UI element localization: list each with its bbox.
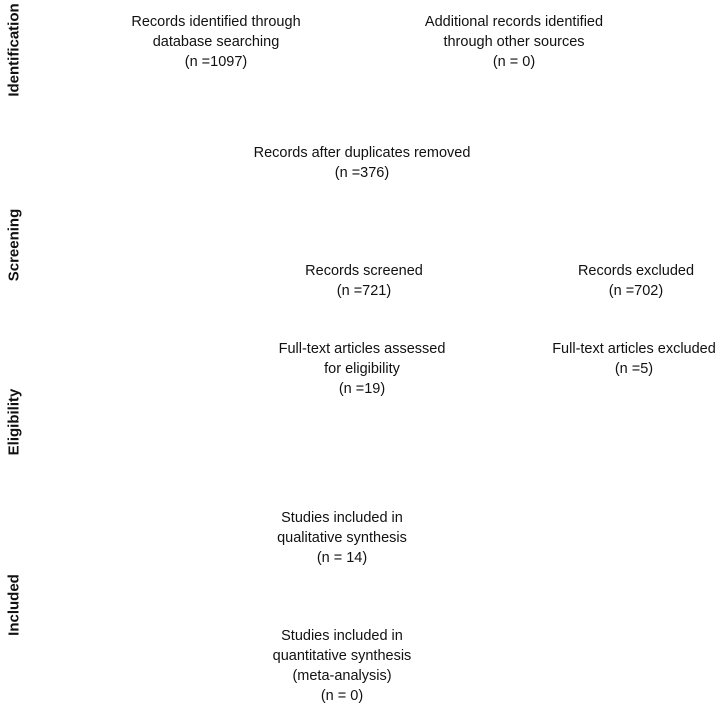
node-text: for eligibility — [324, 361, 400, 377]
node-screened: Records screened (n =721) — [234, 261, 494, 301]
node-text: qualitative synthesis — [277, 530, 407, 546]
node-database-records: Records identified through database sear… — [86, 12, 346, 72]
node-other-sources: Additional records identified through ot… — [384, 12, 644, 72]
node-text: Records after duplicates removed — [253, 145, 471, 161]
node-qualitative: Studies included in qualitative synthesi… — [212, 508, 472, 568]
node-count: (n =19) — [338, 381, 386, 397]
node-fulltext-excluded: Full-text articles excluded (n =5) — [504, 339, 722, 379]
node-count: (n =5) — [614, 361, 654, 377]
node-deduplicated: Records after duplicates removed (n =376… — [232, 143, 492, 183]
node-count: (n =702) — [608, 283, 664, 299]
node-fulltext-assessed: Full-text articles assessed for eligibil… — [232, 339, 492, 399]
node-quantitative: Studies included in quantitative synthes… — [212, 626, 472, 706]
node-text: Records excluded — [577, 263, 695, 279]
stage-included: Included — [5, 574, 23, 636]
node-text: Records identified through — [131, 14, 301, 30]
node-text: Studies included in — [281, 628, 403, 644]
node-text: quantitative synthesis — [272, 648, 412, 664]
stage-identification: Identification — [5, 3, 23, 97]
node-count: (n = 0) — [320, 688, 364, 704]
stage-screening: Screening — [5, 208, 23, 282]
node-count: (n =1097) — [184, 54, 248, 70]
node-text: (meta-analysis) — [292, 668, 392, 684]
node-text: Additional records identified — [424, 14, 604, 30]
node-text: Records screened — [305, 263, 423, 279]
node-count: (n = 14) — [316, 550, 368, 566]
node-text: Full-text articles excluded — [552, 341, 716, 357]
node-text: through other sources — [443, 34, 585, 50]
node-text: Studies included in — [281, 510, 403, 526]
node-text: Full-text articles assessed — [278, 341, 446, 357]
node-count: (n = 0) — [492, 54, 536, 70]
node-excluded: Records excluded (n =702) — [506, 261, 722, 301]
node-count: (n =376) — [334, 165, 390, 181]
stage-eligibility: Eligibility — [5, 388, 23, 456]
node-count: (n =721) — [336, 283, 392, 299]
node-text: database searching — [152, 34, 280, 50]
